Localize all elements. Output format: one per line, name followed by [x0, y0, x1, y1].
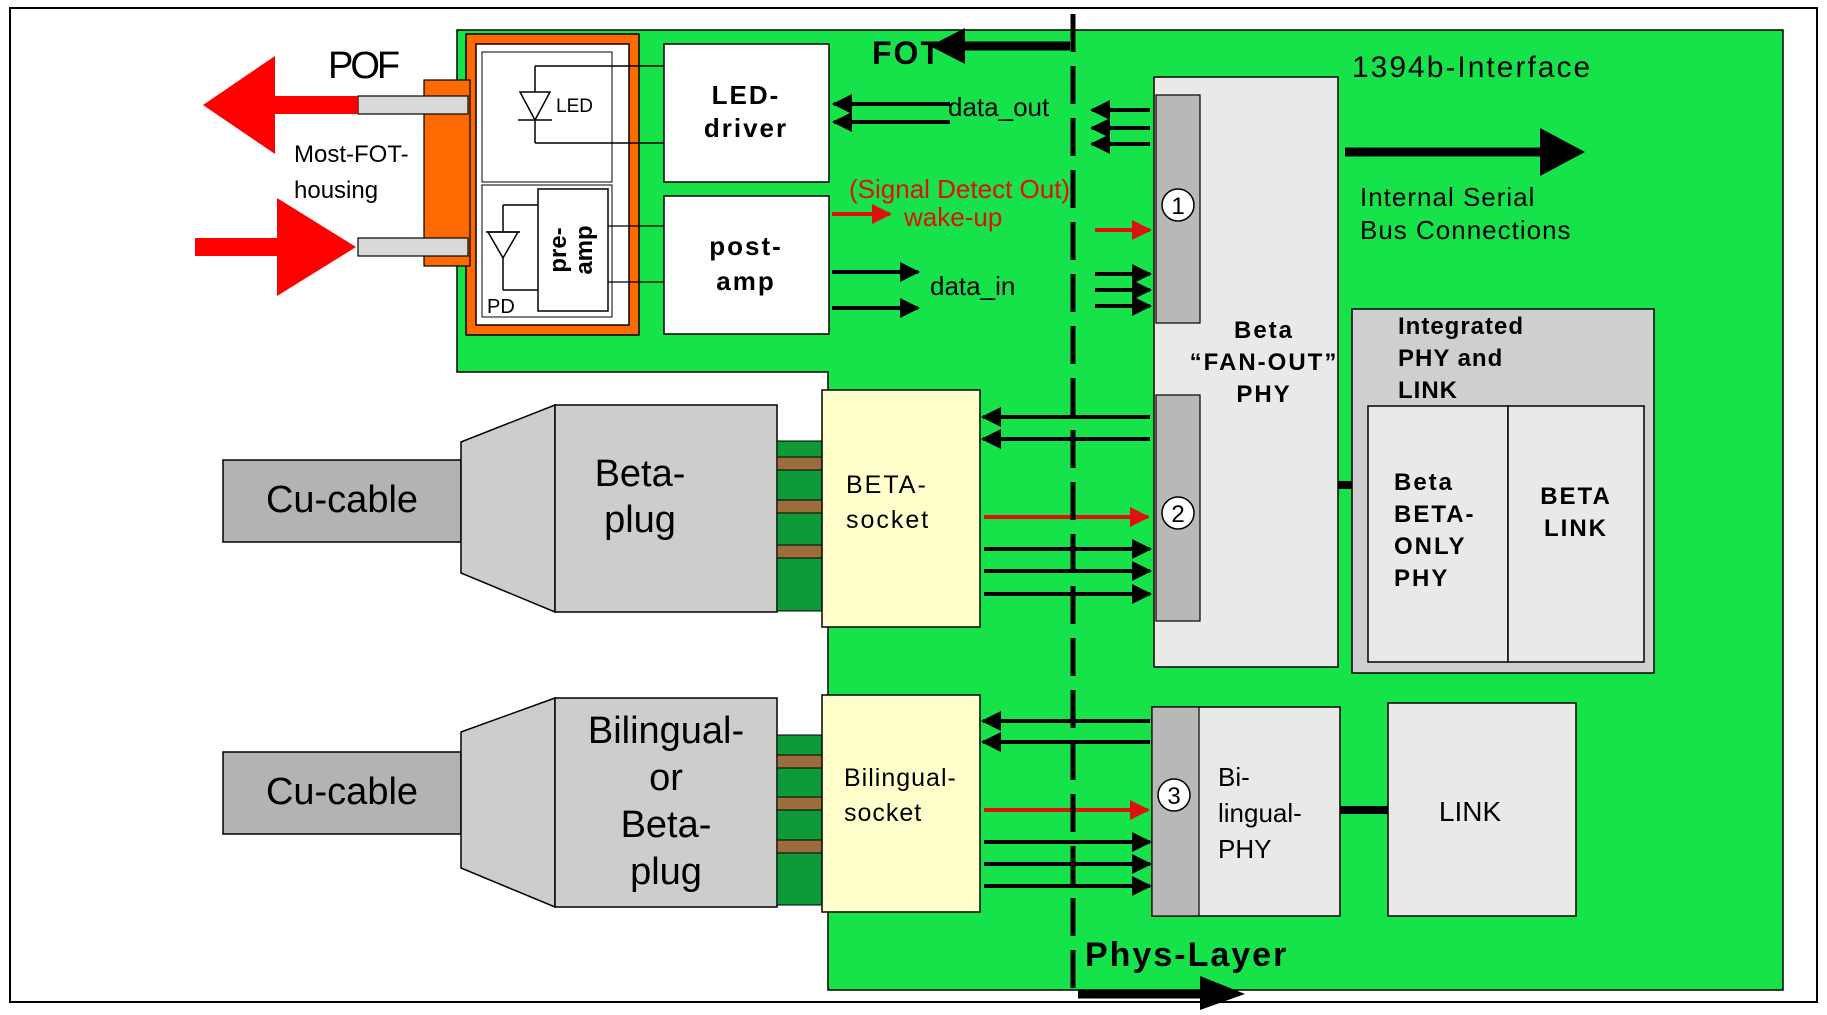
outer-frame — [9, 7, 1818, 1003]
bilingual-socket-label-2: socket — [844, 799, 922, 827]
internal-bus-arrow — [1540, 128, 1585, 176]
data-out-arrows — [832, 94, 1150, 154]
postamp-label-1: post- — [709, 231, 783, 261]
fiber-ferrule-out — [357, 95, 469, 115]
beta-socket-label-1: BETA- — [846, 471, 928, 499]
data-out-label: data_out — [948, 92, 1050, 122]
beta-link-label-1: BETA — [1540, 483, 1612, 510]
fot-direction-arrow — [930, 28, 965, 64]
bilingual-phy-label-3: PHY — [1218, 834, 1271, 864]
port-2-badge — [1161, 496, 1195, 530]
beta-only-label-2: BETA- — [1394, 501, 1476, 528]
beta-socket-out-arrows — [981, 407, 1150, 449]
wake-up-label: wake-up — [903, 202, 1002, 232]
fanout-label-2: “FAN-OUT” — [1190, 349, 1339, 376]
bilingual-socket-label-1: Bilingual- — [844, 764, 957, 792]
port-3-badge — [1157, 778, 1191, 812]
bilingual-plug-label-2: or — [649, 757, 683, 799]
svg-text:pre-: pre- — [545, 227, 572, 272]
bilingual-socket-in-arrows — [984, 832, 1152, 896]
beta-socket-in-arrows — [984, 539, 1152, 604]
integrated-label-2: PHY and — [1398, 345, 1503, 372]
led-driver-label-2: driver — [704, 113, 788, 143]
bilingual-plug-label-4: plug — [630, 851, 702, 893]
pof-in-arrow — [195, 198, 356, 296]
bilingual-plug-cone — [460, 696, 556, 909]
beta-only-label-3: ONLY — [1394, 533, 1466, 560]
led-diode-icon — [518, 65, 664, 144]
bilingual-phy-label-1: Bi- — [1218, 762, 1250, 792]
cu-cable-1-label: Cu-cable — [266, 479, 418, 521]
postamp-box — [663, 195, 830, 335]
internal-bus-label-2: Bus Connections — [1360, 215, 1572, 245]
fiber-ferrule-in — [357, 237, 469, 257]
beta-link-box — [1507, 405, 1645, 663]
led-driver-label-1: LED- — [712, 80, 781, 110]
bilingual-plug-label-3: Beta- — [621, 804, 712, 846]
pd-label: PD — [487, 296, 515, 318]
internal-bus-label-1: Internal Serial — [1360, 182, 1535, 212]
photodiode-icon — [486, 204, 538, 291]
interface-title: 1394b-Interface — [1352, 51, 1592, 84]
beta-plug-body — [554, 404, 778, 613]
fot-label: FOT — [872, 35, 942, 71]
beta-only-label-1: Beta — [1394, 469, 1454, 496]
cu-cable-2 — [222, 751, 462, 835]
postamp-label-2: amp — [716, 266, 775, 296]
integrated-label-3: LINK — [1398, 377, 1458, 404]
housing-label-2: housing — [294, 177, 378, 204]
phys-layer-label: Phys-Layer — [1085, 936, 1288, 974]
link-label: LINK — [1439, 796, 1502, 827]
signal-detect-label: (Signal Detect Out) — [849, 174, 1070, 204]
bilingual-plug-body — [554, 697, 778, 908]
beta-socket-box — [821, 389, 981, 628]
beta-plug-pins — [776, 440, 823, 612]
cu-cable-2-label: Cu-cable — [266, 771, 418, 813]
led-driver-box — [663, 43, 830, 183]
pof-label: POF — [328, 45, 399, 87]
preamp-box — [537, 188, 609, 312]
bilingual-socket-out-arrows — [981, 711, 1150, 752]
beta-plug-label-2: plug — [604, 499, 676, 541]
beta-plug-label-1: Beta- — [595, 453, 686, 495]
led-cell — [481, 51, 613, 183]
data-in-arrows — [832, 262, 1152, 318]
beta-link-label-2: LINK — [1544, 515, 1608, 542]
port-1-badge — [1161, 188, 1195, 222]
port-1-label: 1 — [1171, 193, 1184, 220]
data-in-label: data_in — [930, 271, 1015, 301]
beta-socket-label-2: socket — [846, 506, 930, 534]
cu-cable-1 — [222, 459, 462, 543]
phys-layer-arrow — [1200, 976, 1245, 1010]
beta-plug-cone — [460, 403, 556, 614]
port-2-label: 2 — [1171, 501, 1184, 528]
fanout-label-3: PHY — [1236, 381, 1291, 408]
bilingual-plug-pins — [776, 734, 823, 906]
bilingual-phy-label-2: lingual- — [1218, 798, 1302, 828]
pof-out-arrow — [203, 56, 358, 154]
bilingual-socket-box — [821, 694, 981, 913]
bilingual-plug-label-1: Bilingual- — [588, 710, 744, 752]
port-3-label: 3 — [1167, 783, 1180, 810]
integrated-label-1: Integrated — [1398, 313, 1524, 340]
svg-text:amp: amp — [571, 225, 598, 274]
fanout-label-1: Beta — [1234, 317, 1294, 344]
housing-label-1: Most-FOT- — [294, 141, 409, 168]
led-label: LED — [556, 96, 593, 117]
beta-only-label-4: PHY — [1394, 565, 1449, 592]
link-box — [1387, 702, 1577, 917]
preamp-label: pre- amp — [545, 225, 598, 274]
